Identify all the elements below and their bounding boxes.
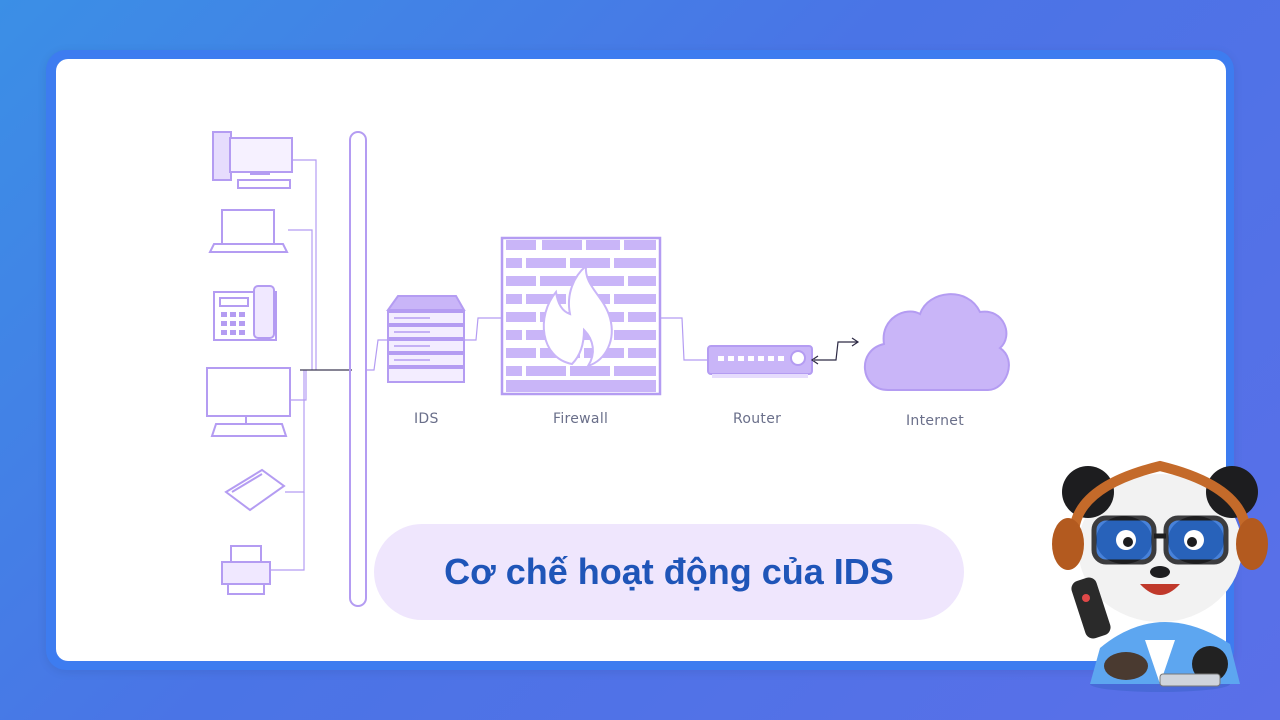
printer-icon: [221, 545, 271, 595]
router-icon: [707, 345, 813, 378]
ids-server-icon: [386, 295, 466, 383]
desktop-computer-icon: [212, 131, 293, 189]
ids-label: IDS: [414, 411, 439, 427]
desk-phone-icon: [213, 285, 277, 341]
panda-mascot-icon: [1052, 460, 1268, 692]
internet-label: Internet: [906, 413, 964, 429]
device-connection-lines: [270, 159, 352, 571]
link-firewall-router: [660, 317, 708, 361]
scanner-icon: [224, 468, 286, 512]
monitor-icon: [206, 367, 291, 437]
network-backbone: [349, 131, 367, 607]
link-ids-firewall: [464, 317, 502, 341]
internet-cloud-icon: [864, 293, 1010, 391]
link-backbone-ids: [366, 339, 388, 371]
link-router-internet: [810, 337, 860, 365]
laptop-icon: [208, 209, 289, 253]
firewall-label: Firewall: [553, 411, 609, 427]
router-label: Router: [733, 411, 782, 427]
title-pill: Cơ chế hoạt động của IDS: [374, 524, 964, 620]
diagram-title: Cơ chế hoạt động của IDS: [444, 551, 894, 592]
fire-icon: [542, 263, 613, 368]
firewall-icon: [500, 236, 662, 396]
